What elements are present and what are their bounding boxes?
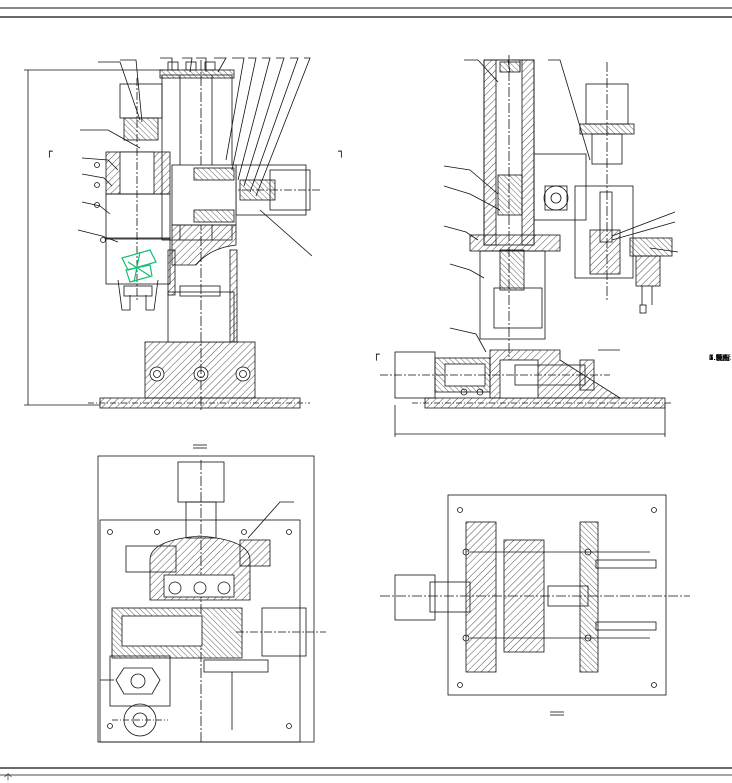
top-view-right bbox=[380, 494, 690, 716]
view-marks: ┌ ┐ ┌ bbox=[46, 145, 380, 361]
note-6: 6.所有 bbox=[709, 354, 730, 362]
note-2: 2.零上 bbox=[709, 354, 730, 362]
view-mark-right: ┐ bbox=[338, 145, 345, 158]
sheet-frame bbox=[0, 7, 732, 776]
top-view-left bbox=[97, 444, 326, 743]
view-mark-left: ┌ bbox=[46, 145, 53, 158]
note-1: 1.装配 bbox=[709, 354, 730, 362]
note-4: 4.气压 bbox=[709, 354, 730, 362]
note-8: 指标 bbox=[717, 354, 731, 362]
front-view bbox=[24, 57, 320, 410]
note-3: 3.气压 bbox=[709, 354, 730, 362]
note-5: 5.装配 bbox=[709, 354, 730, 362]
bottom-glyph: 个 bbox=[4, 773, 12, 782]
side-view bbox=[380, 55, 679, 437]
section-mark: ┌ bbox=[373, 348, 380, 361]
note-7: 7.装配 bbox=[709, 354, 730, 362]
highlighted-part bbox=[121, 249, 157, 283]
